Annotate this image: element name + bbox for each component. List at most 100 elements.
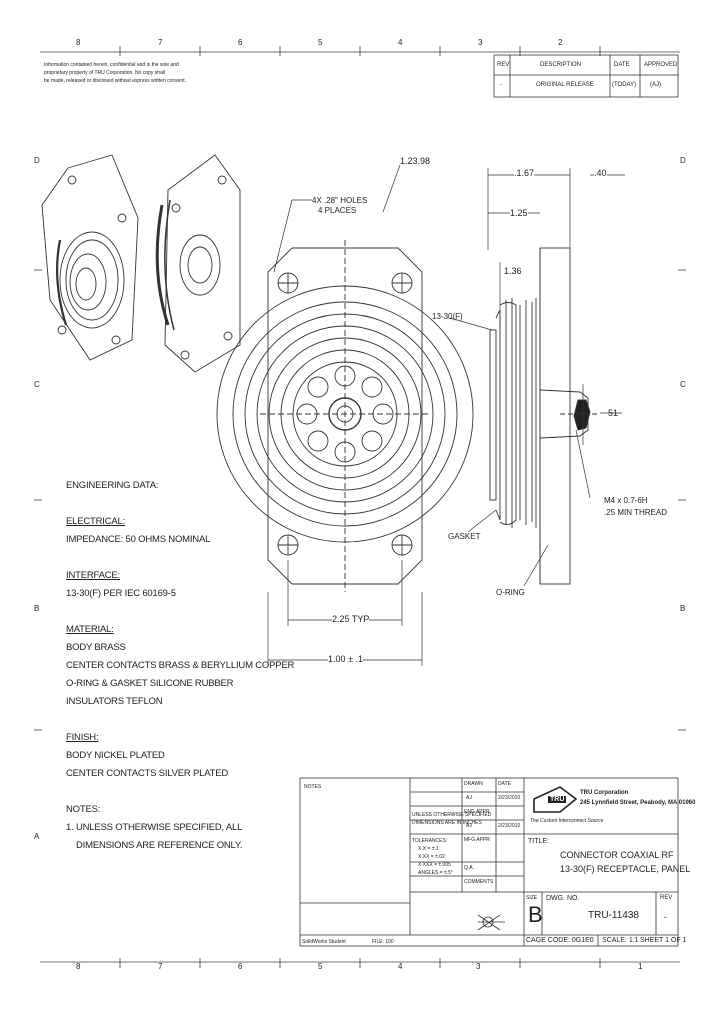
title-block-frame: [299, 777, 679, 947]
tb-rev-value: -: [664, 912, 667, 922]
zone-bottom-4: 4: [398, 962, 403, 971]
material-line-2: CENTER CONTACTS BRASS & BERYLLIUM COPPER: [66, 660, 295, 671]
finish-heading: FINISH:: [66, 732, 99, 743]
notes-line-1: 1. UNLESS OTHERWISE SPECIFIED, ALL: [66, 822, 243, 833]
zone-top-2: 2: [558, 38, 563, 47]
tb-tol-2: X.XX = ±.02: [418, 854, 445, 860]
proprietary-note-line-1: Information contained herein, confidenti…: [44, 62, 179, 68]
side-view-dimensions: [449, 168, 625, 587]
tb-drawn-date: 2/23/2010: [498, 795, 521, 801]
rev-header-description: DESCRIPTION: [540, 62, 582, 68]
tb-cage-code: CAGE CODE: 0G1E0: [526, 937, 594, 944]
zone-bottom-7: 7: [158, 962, 163, 971]
zone-left-b: B: [34, 604, 40, 613]
tb-company-name: TRU Corporation: [580, 790, 629, 796]
tb-unless-label: UNLESS OTHERWISE SPECIFIED: [412, 812, 492, 818]
tb-bottom-left-2: FILE: 100: [372, 939, 394, 945]
zone-bottom-8: 8: [76, 962, 81, 971]
zone-bottom-5: 5: [318, 962, 323, 971]
connector-interface-label: 13-30(F): [432, 312, 463, 321]
interface-line-1: 13-30(F) PER IEC 60169-5: [66, 588, 176, 599]
thread-label-2: .25 MIN THREAD: [604, 508, 667, 517]
tb-sheet: SHEET 1 OF 1: [640, 937, 687, 944]
front-view: [216, 240, 474, 592]
tb-dwg-no-value: TRU-11438: [588, 910, 639, 921]
side-dim-125-label: 1.25: [510, 208, 528, 218]
rev-row-description: ORIGINAL RELEASE: [536, 82, 594, 88]
zone-left-d: D: [34, 156, 40, 165]
dim-holes-places-label: 4 PLACES: [318, 206, 357, 215]
tb-logo-text: TRU: [548, 796, 567, 803]
rev-row-rev: -: [500, 82, 502, 88]
zone-top-5: 5: [318, 38, 323, 47]
tb-comments-label: COMMENTS: [464, 879, 494, 885]
zone-bottom-3: 3: [476, 962, 481, 971]
tb-tol-1: X.X = ±.1: [418, 846, 439, 852]
proprietary-note-line-3: be made, released or disclosed without e…: [44, 78, 187, 84]
tb-drawn-by: AJ: [466, 795, 472, 801]
tb-date-label: DATE: [498, 781, 511, 787]
rev-header-date: DATE: [614, 62, 630, 68]
tb-size-label: SIZE: [526, 895, 538, 901]
notes-heading: NOTES:: [66, 804, 101, 815]
side-dim-40-label: .40: [594, 168, 607, 178]
dim-hole-spacing-label: 2.25 TYP: [332, 614, 370, 624]
tb-title-line-1: CONNECTOR COAXIAL RF: [560, 850, 674, 860]
finish-line-2: CENTER CONTACTS SILVER PLATED: [66, 768, 229, 779]
material-line-4: INSULATORS TEFLON: [66, 696, 163, 707]
rev-header-approved: APPROVED: [644, 62, 678, 68]
rev-row-approved: (AJ): [650, 82, 661, 88]
revision-block-frame: [493, 54, 679, 98]
tb-tolerances-label: TOLERANCES:: [412, 838, 448, 844]
tb-company-tagline: The Custom Interconnect Source: [530, 818, 604, 824]
tb-dims-label: DIMENSIONS ARE IN INCHES: [412, 820, 482, 826]
tb-drawn-label: DRAWN: [464, 781, 483, 787]
tb-rev-label: REV: [660, 895, 673, 901]
thread-label-1: M4 x 0.7-6H: [604, 496, 648, 505]
tb-notes-label: NOTES: [304, 784, 322, 790]
rev-header-rev: REV: [497, 62, 510, 68]
zone-right-b: B: [680, 604, 686, 613]
tb-bottom-left-1: SolidWorks Student: [302, 939, 346, 945]
zone-top-8: 8: [76, 38, 81, 47]
zone-top-3: 3: [478, 38, 483, 47]
zone-left-a: A: [34, 832, 40, 841]
tb-title-label: TITLE:: [528, 838, 550, 845]
tb-tol-4: ANGLES = ±.5°: [418, 870, 453, 876]
tb-eng-appr-label: ENG APPR: [464, 809, 490, 815]
tb-scale: SCALE: 1:1: [602, 937, 639, 944]
tb-eng-appr-by: AJ: [466, 823, 472, 829]
side-dim-136-label: 1.36: [504, 266, 522, 276]
tb-mfg-appr-label: MFG APPR: [464, 837, 490, 843]
tru-logo-mark: [533, 786, 578, 813]
material-line-1: BODY BRASS: [66, 642, 126, 653]
material-line-3: O-RING & GASKET SILICONE RUBBER: [66, 678, 234, 689]
tb-size-value: B: [528, 902, 543, 927]
proprietary-note-line-2: proprietary property of TRU Corporation.…: [44, 70, 166, 76]
zone-bottom-1: 1: [638, 962, 643, 971]
border-zone-ticks: [34, 46, 686, 968]
interface-heading: INTERFACE:: [66, 570, 120, 581]
side-dim-51-label: 51: [608, 408, 619, 418]
side-view: [489, 247, 600, 585]
tb-tol-3: X.XXX = ±.005: [418, 862, 451, 868]
zone-top-4: 4: [398, 38, 403, 47]
electrical-line-1: IMPEDANCE: 50 OHMS NOMINAL: [66, 534, 211, 545]
tb-company-address: 245 Lynnfield Street, Peabody, MA 01960: [580, 800, 696, 806]
dim-width-label: 1.00 ± .1: [328, 654, 363, 664]
finish-line-1: BODY NICKEL PLATED: [66, 750, 165, 761]
material-heading: MATERIAL:: [66, 624, 114, 635]
isometric-view-rear: [155, 154, 241, 373]
rev-row-date: (TODAY): [612, 82, 637, 88]
oring-label: O-RING: [496, 588, 525, 597]
zone-bottom-6: 6: [238, 962, 243, 971]
tb-dwg-no-label: DWG. NO.: [546, 895, 580, 902]
side-dim-167-label: .1.67: [514, 168, 535, 178]
notes-line-2: DIMENSIONS ARE REFERENCE ONLY.: [76, 840, 243, 851]
dim-holes-label: 4X .28" HOLES: [312, 196, 368, 205]
isometric-view-front: [41, 154, 139, 361]
engineering-data-title: ENGINEERING DATA:: [66, 480, 159, 491]
projection-symbol: [477, 914, 505, 931]
gasket-label: GASKET: [448, 532, 481, 541]
